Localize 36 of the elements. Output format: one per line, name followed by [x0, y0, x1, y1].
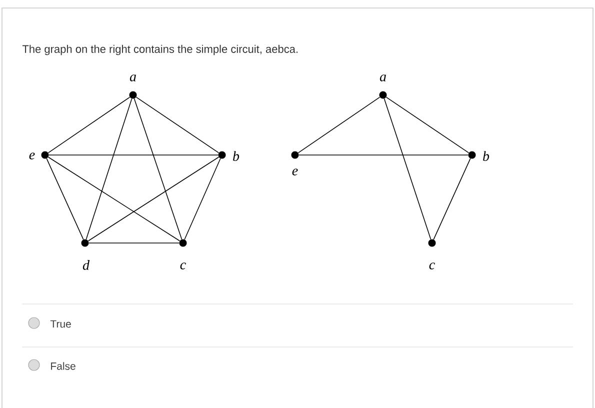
vertex-label: c: [180, 262, 186, 270]
vertex-dot: [81, 239, 89, 247]
edge-line: [88, 242, 180, 244]
vertex-dot: [291, 151, 299, 159]
vertex-label: c: [429, 262, 435, 270]
edge-line: [184, 158, 221, 240]
edge-line: [298, 154, 468, 156]
edge-line: [48, 156, 180, 242]
vertex-label: e: [29, 152, 35, 160]
vertex-label: b: [483, 151, 490, 161]
edge-line: [298, 96, 380, 154]
edge-line: [46, 158, 84, 240]
edge-line: [88, 156, 220, 242]
edge-line: [433, 158, 471, 240]
vertex-label: d: [82, 260, 90, 270]
edge-line: [86, 98, 132, 240]
vertex-dot: [468, 151, 476, 159]
question-text: The graph on the right contains the simple circuit, aebca.: [22, 44, 298, 56]
edge-line: [386, 96, 470, 154]
edge-line: [48, 154, 218, 156]
vertex-label: a: [380, 74, 386, 82]
vertex-label: a: [130, 74, 136, 82]
vertex-label: e: [292, 168, 298, 176]
vertex-label: b: [233, 151, 240, 161]
edge-line: [384, 98, 432, 240]
vertex-dot: [428, 239, 436, 247]
vertex-dot: [129, 91, 137, 99]
vertex-dot: [379, 91, 387, 99]
vertex-dot: [218, 151, 226, 159]
edge-line: [134, 98, 182, 240]
option-label: False: [51, 362, 76, 370]
vertex-dot: [41, 151, 49, 159]
edge-line: [136, 96, 220, 154]
edge-line: [48, 96, 130, 154]
option-label: True: [50, 320, 71, 328]
vertex-dot: [179, 239, 187, 247]
